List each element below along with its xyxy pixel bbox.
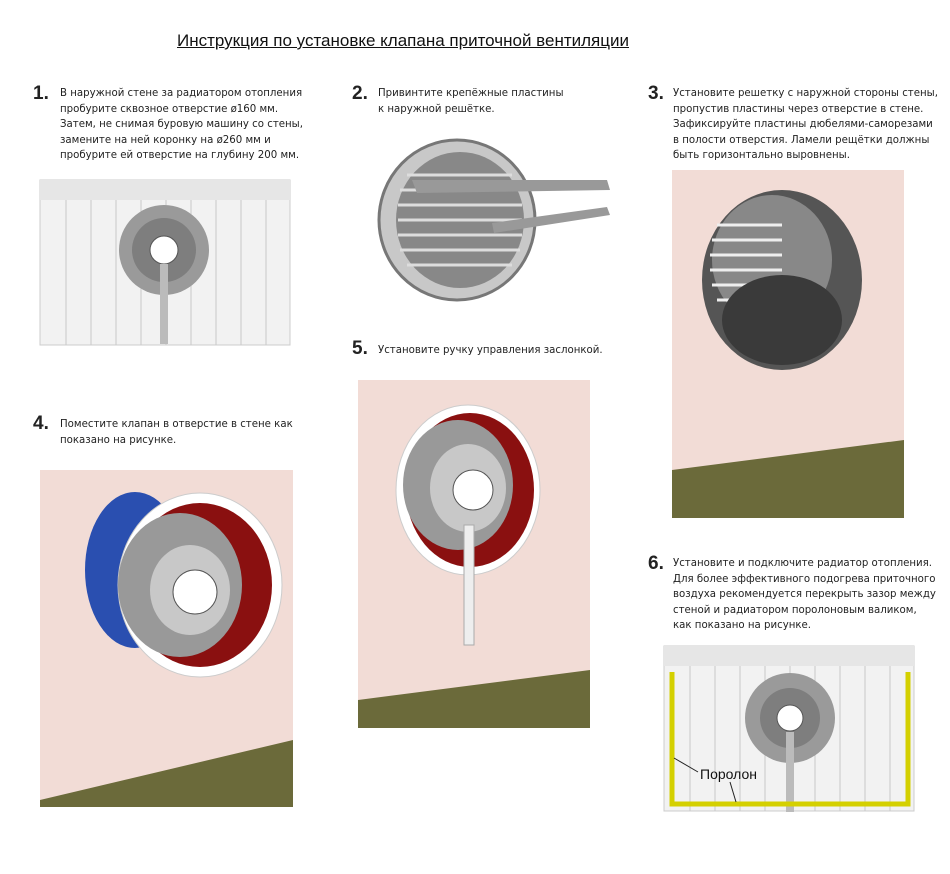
step-3-line: пропустив пластины через отверстие в сте… — [673, 103, 924, 115]
step-1-line: пробурите ей отверстие на глубину 200 мм… — [60, 150, 300, 161]
foam-label: Поролон — [700, 766, 757, 782]
step-6-line: стеной и радиатором поролоновым валиком, — [673, 604, 917, 616]
radiator-with-foam-image: Поролон — [663, 645, 915, 812]
step-6-line: Установите и подключите радиатор отоплен… — [673, 558, 933, 569]
step-1-line: Затем, не снимая буровую машину со стены… — [60, 119, 303, 130]
step-6-line: как показано на рисунке. — [673, 620, 812, 631]
step-6-line: Для более эффективного подогрева приточн… — [673, 573, 936, 585]
valve-with-handle-image — [358, 380, 590, 728]
step-5-line: Установите ручку управления заслонкой. — [378, 345, 603, 356]
step-2-text: Привинтите крепёжные пластины к наружной… — [378, 86, 564, 117]
step-1-line: пробурите сквозное отверстие ø160 мм. — [60, 103, 279, 115]
radiator-with-hole-image — [39, 179, 291, 346]
step-2-line: к наружной решётке. — [378, 103, 495, 115]
step-3-line: Зафиксируйте пластины дюбелями-саморезам… — [673, 119, 933, 130]
grille-with-plates-image — [377, 138, 610, 302]
step-2-number: 2. — [352, 83, 368, 104]
step-1-text: В наружной стене за радиатором отопления… — [60, 86, 303, 164]
step-3-line: Установите решетку с наружной стороны ст… — [673, 88, 938, 99]
step-3-line: быть горизонтально выровнены. — [673, 150, 850, 161]
step-4-number: 4. — [33, 413, 49, 434]
wall-with-grille-image — [672, 170, 904, 518]
step-6-text: Установите и подключите радиатор отоплен… — [673, 556, 936, 634]
step-3-text: Установите решетку с наружной стороны ст… — [673, 86, 938, 164]
step-4-line: показано на рисунке. — [60, 434, 177, 446]
step-5-text: Установите ручку управления заслонкой. — [378, 343, 603, 359]
step-6-number: 6. — [648, 553, 664, 574]
step-4-line: Поместите клапан в отверстие в стене как — [60, 419, 293, 430]
step-6-line: воздуха рекомендуется перекрыть зазор ме… — [673, 589, 936, 600]
step-1-line: замените на ней коронку на ø260 мм и — [60, 134, 271, 146]
step-2-line: Привинтите крепёжные пластины — [378, 88, 564, 99]
step-1-line: В наружной стене за радиатором отопления — [60, 88, 303, 99]
step-5-number: 5. — [352, 338, 368, 359]
step-1-number: 1. — [33, 83, 49, 104]
step-4-text: Поместите клапан в отверстие в стене как… — [60, 417, 293, 448]
page-title: Инструкция по установке клапана приточно… — [177, 31, 629, 50]
valve-in-wall-image — [40, 470, 293, 807]
step-3-number: 3. — [648, 83, 664, 104]
step-3-line: в полости отверстия. Ламели рещётки долж… — [673, 134, 930, 146]
